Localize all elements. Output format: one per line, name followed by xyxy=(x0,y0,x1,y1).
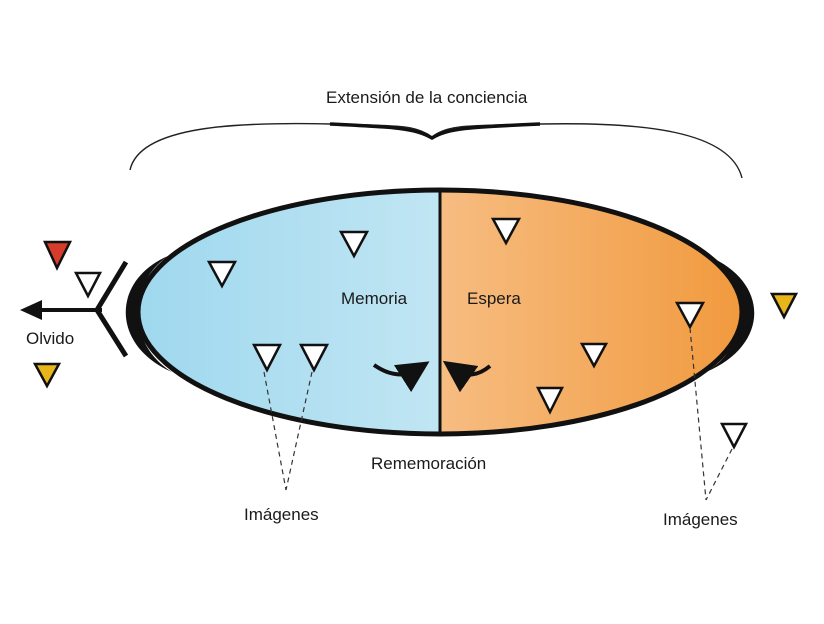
expectation-label: Espera xyxy=(467,289,521,308)
leader-lines xyxy=(263,327,733,501)
triangle-icon xyxy=(535,386,565,415)
forgetting-label: Olvido xyxy=(26,329,75,348)
memory-arrow xyxy=(372,361,430,393)
forgetting-arrow-head xyxy=(20,300,42,320)
extension-label: Extensión de la conciencia xyxy=(326,88,528,107)
right-crescent xyxy=(706,256,755,372)
triangle-icon xyxy=(251,343,283,373)
triangle-icon xyxy=(719,422,749,450)
triangle-icon xyxy=(674,301,706,330)
images-label-left: Imágenes xyxy=(244,505,319,524)
triangle-icon xyxy=(206,260,238,289)
extension-brace-center xyxy=(329,122,541,141)
triangle-icon xyxy=(490,217,522,246)
triangle-icon xyxy=(579,342,609,369)
image-triangles xyxy=(73,217,749,450)
memory-label: Memoria xyxy=(341,289,408,308)
expectation-region xyxy=(440,190,742,434)
triangle-icon xyxy=(298,343,330,373)
images-label-right: Imágenes xyxy=(663,510,738,529)
forgetting-fork xyxy=(94,260,129,358)
expectation-arrow xyxy=(442,360,492,393)
extension-brace xyxy=(129,122,743,179)
triangle-icon xyxy=(338,230,370,259)
yellow-triangle-icon xyxy=(769,292,799,320)
left-crescent xyxy=(125,256,172,372)
recollection-label: Rememoración xyxy=(371,454,487,473)
triangle-icon xyxy=(73,271,103,299)
yellow-triangle-icon xyxy=(32,362,62,389)
memory-region xyxy=(138,190,440,434)
red-triangle-icon xyxy=(43,240,73,271)
